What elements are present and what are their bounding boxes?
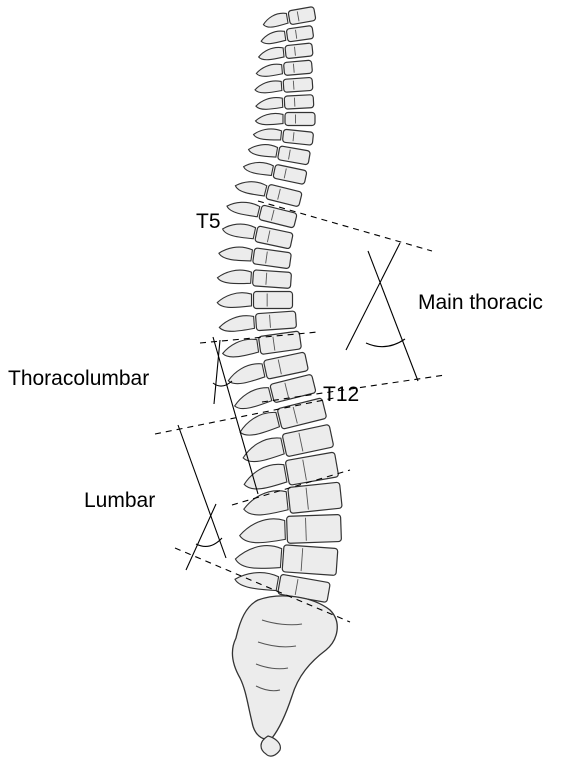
spinous-process: [256, 97, 283, 110]
vertebral-body: [266, 184, 303, 207]
vertebra: [260, 25, 314, 45]
vertebral-body: [288, 7, 316, 25]
spinous-process: [218, 244, 252, 262]
spinous-process: [222, 220, 256, 240]
vertebral-column: [217, 7, 342, 603]
main-thoracic-perp-1: [368, 251, 418, 381]
lumbar-label: Lumbar: [84, 490, 155, 511]
vertebra: [217, 292, 292, 309]
vertebral-body: [263, 352, 308, 379]
vertebral-body: [287, 514, 342, 543]
vertebra: [239, 514, 341, 545]
vertebral-body: [254, 292, 293, 309]
lumbar-perp-1: [178, 425, 226, 558]
spinous-process: [256, 64, 283, 78]
spinous-process: [248, 142, 278, 159]
coccyx: [261, 736, 280, 756]
spinous-process: [235, 543, 282, 570]
vertebra: [256, 113, 316, 126]
spinous-process: [240, 436, 284, 464]
spinous-process: [239, 518, 285, 543]
spinous-process: [221, 338, 259, 358]
main-thoracic-label: Main thoracic: [418, 292, 543, 313]
spinous-process: [234, 177, 267, 197]
vertebral-body: [283, 77, 313, 92]
vertebra: [256, 60, 313, 78]
vertebral-body: [255, 311, 296, 331]
vertebral-body: [282, 129, 313, 145]
spinous-process: [219, 315, 255, 332]
vertebral-body: [286, 25, 314, 41]
lumbar-perp-2: [186, 504, 216, 570]
sacrum-coccyx: [233, 596, 338, 756]
spinous-process: [217, 269, 251, 285]
vertebral-body: [252, 270, 291, 289]
main-thoracic-perp-2: [346, 243, 400, 350]
spinous-process: [243, 159, 274, 177]
vertebral-body: [283, 60, 312, 75]
vertebral-body: [285, 452, 339, 485]
sacrum: [233, 596, 338, 739]
vertebral-body: [284, 95, 314, 109]
vertebral-body: [285, 43, 313, 59]
t12-label: T12: [323, 384, 359, 405]
spinous-process: [258, 47, 284, 61]
spinous-process: [254, 80, 281, 93]
spinous-process: [242, 463, 288, 492]
spinous-process: [237, 411, 280, 438]
spinous-process: [256, 113, 284, 124]
spinous-process: [217, 293, 251, 308]
vertebra: [217, 267, 291, 288]
vertebral-body: [282, 424, 334, 456]
thoracolumbar-perp-1: [213, 337, 258, 494]
spinous-process: [242, 490, 288, 517]
main-thoracic-angle-arc: [366, 339, 405, 347]
vertebral-body: [270, 374, 316, 403]
spinous-process: [253, 127, 282, 141]
vertebral-body: [258, 331, 301, 355]
vertebra: [258, 43, 313, 62]
spinous-process: [226, 198, 260, 218]
vertebra-detail: [293, 81, 294, 90]
vertebral-body: [259, 205, 298, 228]
spinous-process: [226, 362, 265, 386]
spinous-process: [234, 568, 279, 592]
spinous-process: [232, 386, 272, 411]
vertebral-body: [273, 164, 307, 184]
vertebral-body: [277, 146, 310, 165]
vertebral-body: [255, 226, 294, 249]
vertebra: [254, 77, 313, 94]
vertebral-body: [288, 482, 342, 513]
vertebra: [235, 541, 338, 575]
vertebra: [253, 126, 314, 145]
vertebral-body: [253, 248, 292, 269]
thoracolumbar-label: Thoracolumbar: [8, 368, 149, 389]
vertebra: [219, 311, 297, 333]
vertebral-body: [277, 398, 327, 430]
spinous-process: [262, 12, 288, 28]
vertebra: [255, 95, 313, 111]
vertebral-body: [282, 545, 338, 576]
vertebral-body: [285, 113, 315, 126]
t5-label: T5: [196, 211, 221, 232]
spinous-process: [260, 30, 286, 45]
